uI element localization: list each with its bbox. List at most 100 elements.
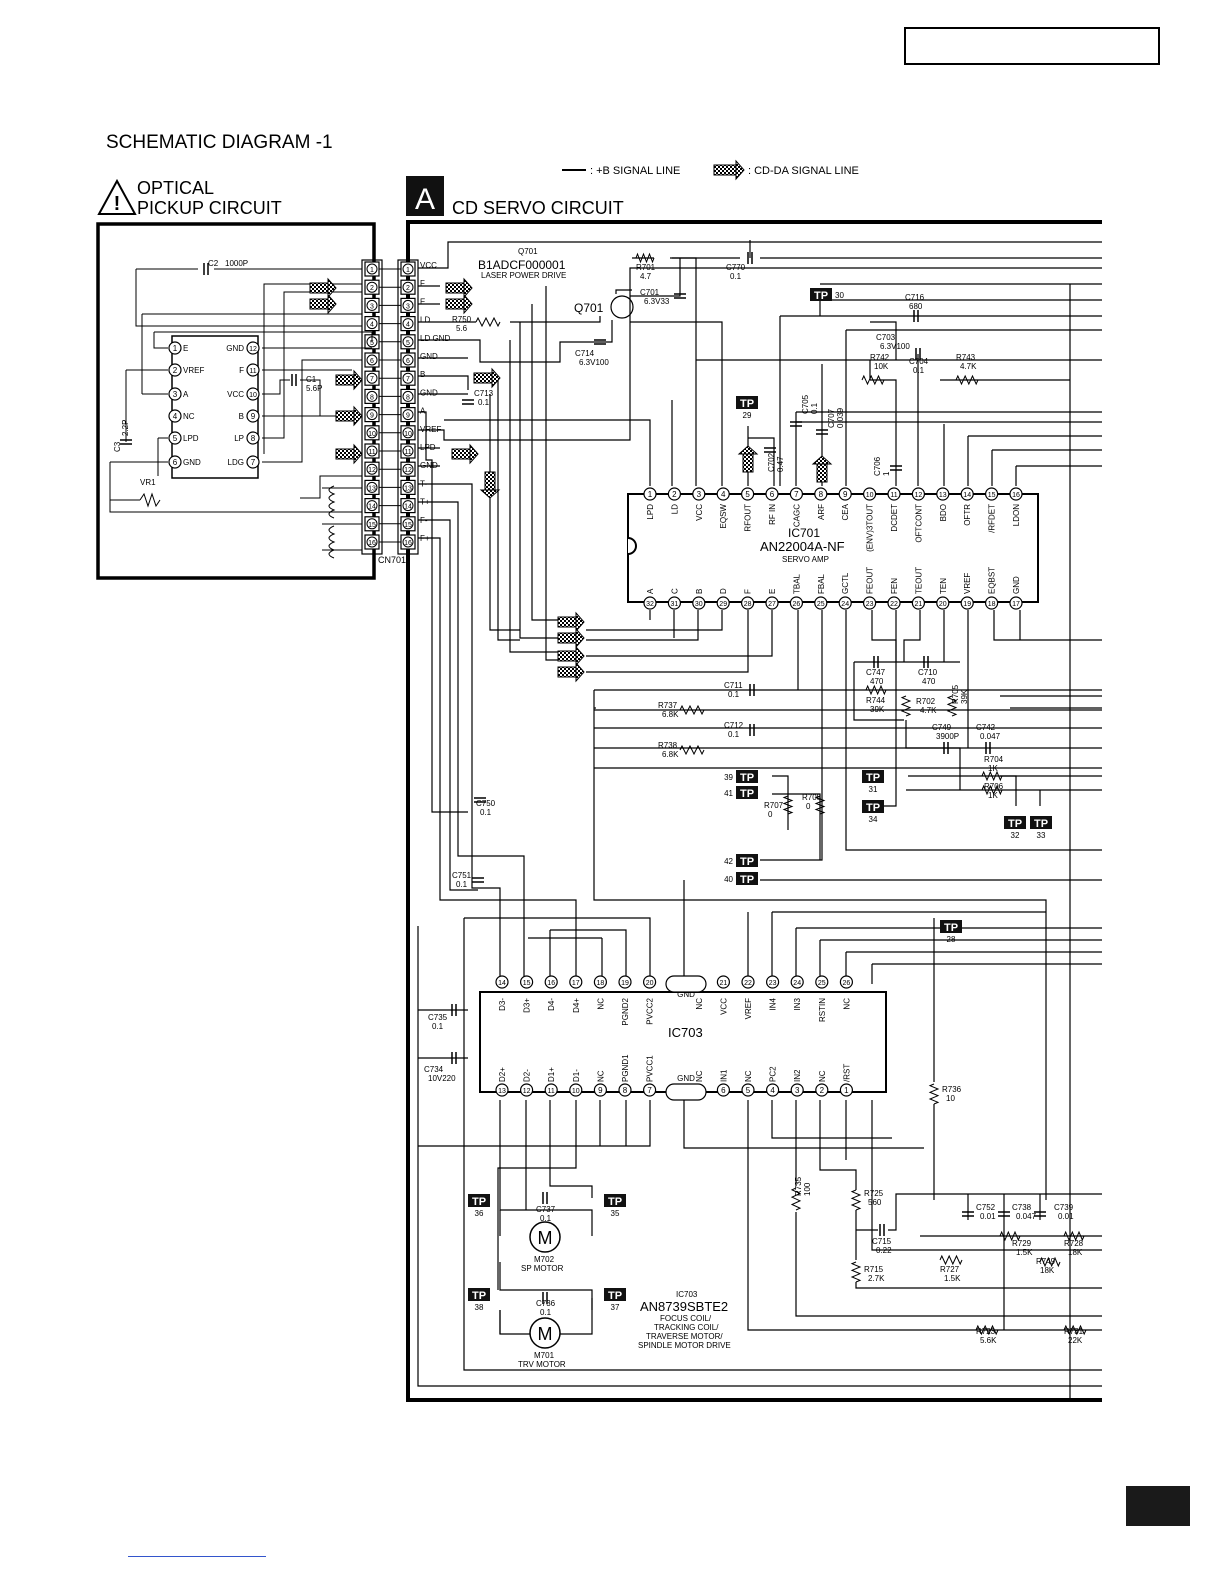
page-title: SCHEMATIC DIAGRAM -1 [106,132,333,153]
svg-text:20: 20 [646,980,654,987]
ic701-pin-label: BDO [939,504,948,521]
part-value: 6.3V33 [644,297,670,306]
ic703-pin-label: NC [744,1070,753,1082]
vr1-label: VR1 [140,478,156,487]
optical-ic-pin-4: 4 [168,409,182,423]
ic703-pin-8: 8 [618,1083,632,1097]
svg-text:8: 8 [370,394,374,401]
pickup-connector-pin-3: 3 [364,297,380,313]
part-ref: C739 [1054,1203,1074,1212]
test-point-number: 34 [869,815,878,824]
pickup-connector-pin-16: 16 [364,534,380,550]
ic703-pin-label: GND [677,990,695,999]
part-ref: C704 [909,357,929,366]
ic703-top-pins: 14D3-15D3+16D4-17D4+18NC19PGND220PVCC2GN… [495,975,854,1026]
part-value: 100 [803,1182,812,1196]
optical-ic-pin-2: 2 [168,363,182,377]
part-ref: C737 [536,1205,556,1214]
svg-text:6: 6 [173,458,178,467]
svg-text:5: 5 [173,434,178,443]
svg-text:21: 21 [915,601,923,608]
resistor-icon [850,1189,862,1211]
capacitor-icon [764,447,776,453]
part-ref: R723 [976,1327,996,1336]
svg-text:9: 9 [370,413,374,420]
ic701-pin-label: C [670,588,679,594]
ic703-pin-18: 18 [593,975,608,989]
ic703-pin-label: PVCC2 [646,997,655,1024]
ic701-pin-label: D [719,588,728,594]
svg-text:1: 1 [173,344,178,353]
c3-capacitor-icon [120,439,132,445]
part-ref: R731 [1064,1327,1084,1336]
svg-text:15: 15 [368,522,376,529]
part-value: 39K [960,689,969,704]
ic703-pin-label: NC [695,998,704,1010]
ic701-pin-4: 4 [716,487,730,501]
part-value: 6.3V100 [579,358,609,367]
pickup-connector-pin-14: 14 [364,498,380,514]
cdda-signal-arrow-icon [309,277,337,299]
servo-title: CD SERVO CIRCUIT [452,198,624,218]
part-value: 0 [806,802,811,811]
ic701-pin-label: A [646,588,655,594]
pickup-connector-pin-8: 8 [364,388,380,404]
ic701-pin-label: FEN [890,578,899,594]
optical-ic-body [171,335,259,479]
warning-triangle-icon: ! [97,178,137,215]
svg-text:TP: TP [472,1196,486,1208]
cn701-pin-14: 14 [400,498,416,514]
cdda-signal-legend-label: : CD-DA SIGNAL LINE [748,165,859,177]
svg-text:19: 19 [963,601,971,608]
part-ref: C747 [866,668,886,677]
part-ref: R708 [802,793,822,802]
part-ref: C710 [918,668,938,677]
servo-circuit-frame [406,220,1102,1402]
section-badge [406,176,444,216]
ic703-pin-label: GND [677,1074,695,1083]
part-value: 0.22 [876,1246,892,1255]
svg-text:17: 17 [572,980,580,987]
svg-text:14: 14 [498,980,506,987]
resistor-icon [946,695,958,717]
svg-text:20: 20 [939,601,947,608]
part-value: 0.1 [432,1022,444,1031]
ic701-pin-11: 11 [887,487,901,501]
test-point-number: 36 [475,1209,484,1218]
svg-text:4: 4 [173,412,178,421]
svg-text:13: 13 [368,485,376,492]
svg-text:30: 30 [695,601,703,608]
ic701-pin-label: LPD [646,504,655,520]
svg-text:6: 6 [406,358,410,365]
cn701-pin-10: 10 [400,425,416,441]
ic701-pin-2: 2 [667,487,682,501]
ic703-part-number: AN8739SBTE2 [640,1299,728,1314]
cn701-signal-label: B [420,370,425,379]
optical-title-line2: PICKUP CIRCUIT [137,198,282,218]
ic703-pin-9: 9 [593,1083,608,1097]
part-value: 0 [768,810,773,819]
cn701-signal-label: F [420,279,425,288]
svg-text:M: M [538,1324,553,1344]
ic701-pin-26: 26 [789,596,804,610]
cn701-signal-label: A [420,407,426,416]
part-value: 1.5K [1016,1248,1033,1257]
ic703-pin-label: IN2 [793,1069,802,1082]
ic701-pin-29: 29 [716,596,730,610]
svg-text:17: 17 [1012,601,1020,608]
part-ref: C751 [452,871,472,880]
ic703-pin-label: IN1 [719,1069,728,1082]
svg-text:2: 2 [672,490,677,499]
ic701-pin-12: 12 [911,487,926,501]
